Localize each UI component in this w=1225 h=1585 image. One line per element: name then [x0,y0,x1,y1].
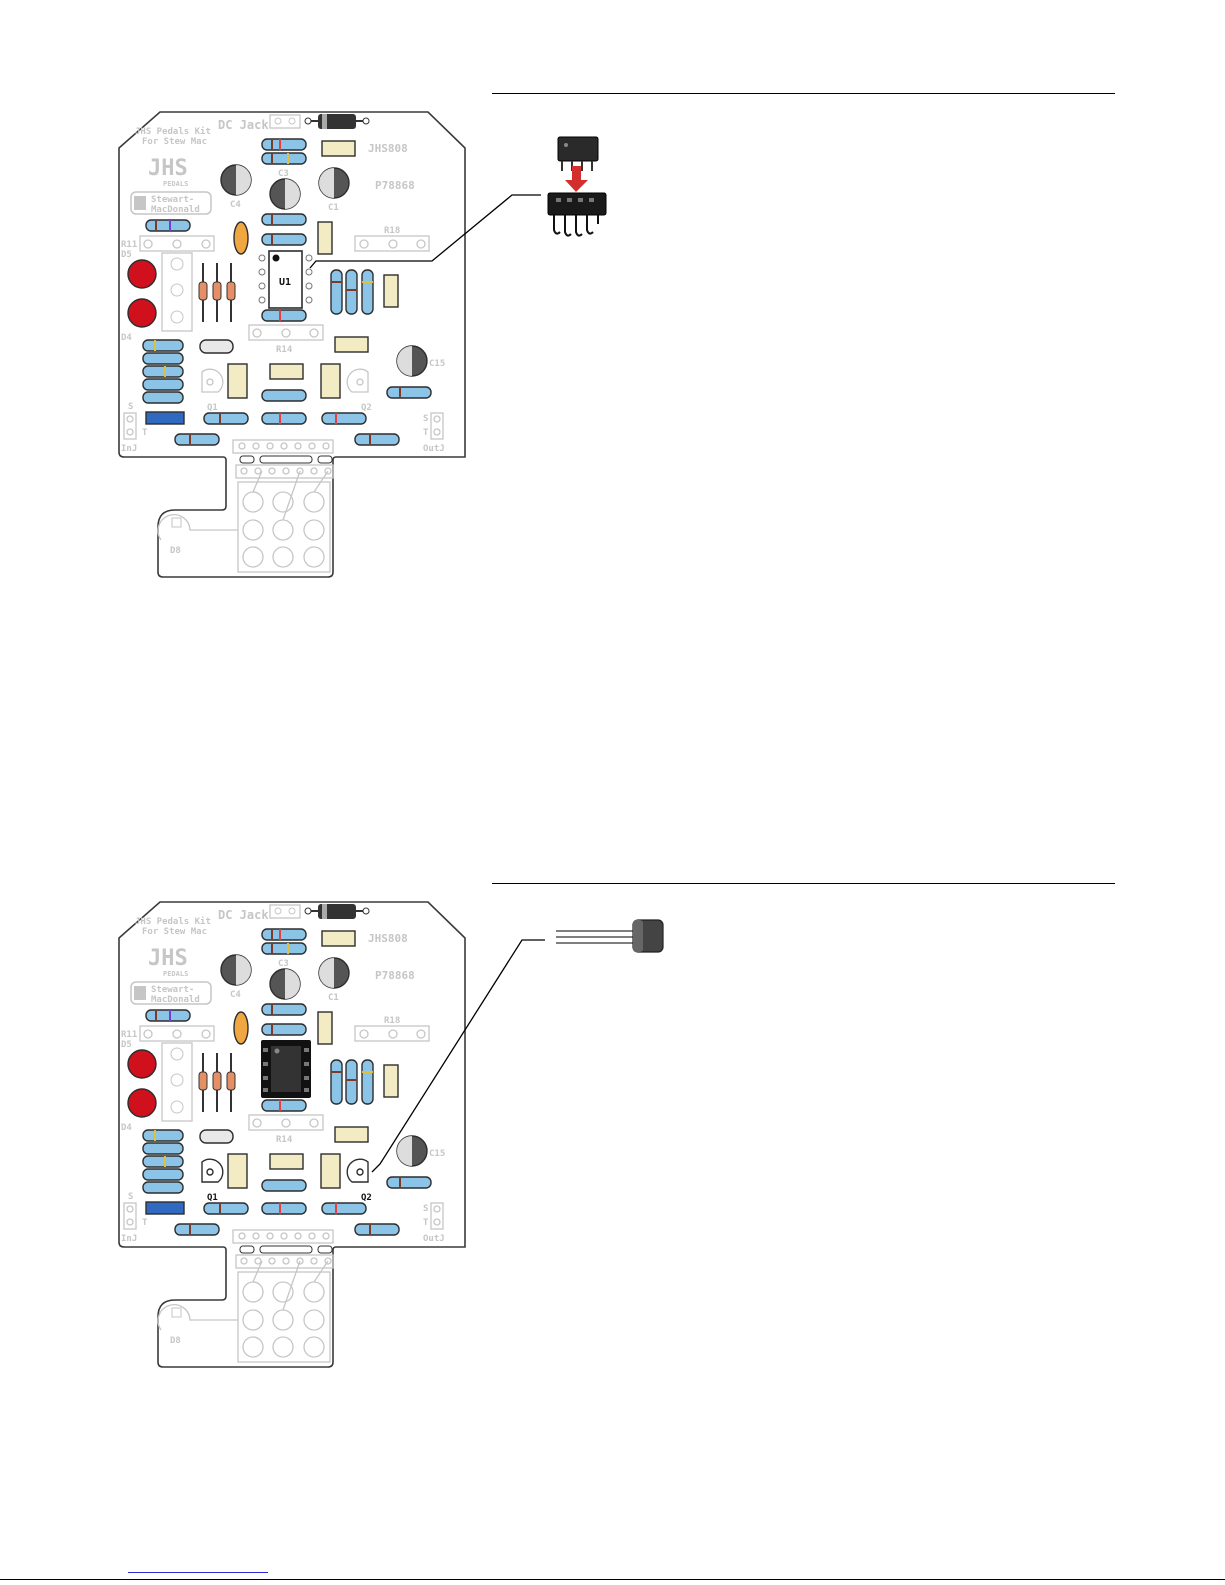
label-s-out: S [423,1204,428,1214]
label-d4: D4 [121,1123,132,1133]
step-2-transistors: DC Jack JHS Pedals Kit For Stew Mac JHS … [0,790,1225,1350]
label-c4: C4 [230,990,241,1000]
dc-jack-label: DC Jack [218,908,269,922]
label-r18: R18 [384,226,400,236]
label-t-out: T [423,1218,429,1228]
brand-line-2: For Stew Mac [142,927,207,937]
ceramic-grey [200,340,233,353]
led-d5 [128,260,156,288]
label-d8: D8 [170,546,181,556]
label-d4: D4 [121,333,132,343]
label-s-out: S [423,414,428,424]
label-out-jack: OutJ [423,444,445,454]
pcb-board: DC Jack JHS Pedals Kit For Stew Mac JHS … [119,112,465,577]
code-label: P78868 [375,969,415,982]
label-q2: Q2 [361,403,372,413]
label-r14: R14 [276,345,293,355]
footer-link-underline[interactable] [128,1572,268,1573]
led-d4 [128,299,156,327]
sponsor-flag-icon [134,986,146,1000]
label-r11: R11 [121,1030,137,1040]
label-t-in: T [142,1218,148,1228]
model-label: JHS808 [368,932,408,945]
ceramic-grey [200,1130,233,1143]
step-1-u1-socket: DC Jack JHS Pedals Kit For Stew Mac JHS … [0,0,1225,560]
logo-pedals: PEDALS [163,180,188,188]
sponsor-line-2: MacDonald [151,995,200,1005]
label-c1: C1 [328,203,339,213]
sponsor-flag-icon [134,196,146,210]
label-c3: C3 [278,169,289,179]
transistor-icon [556,920,663,952]
label-s-in: S [128,402,133,412]
label-q2: Q2 [361,1193,372,1203]
label-u1: U1 [279,277,291,288]
ceramic-cap [234,222,248,254]
dc-jack-label: DC Jack [218,118,269,132]
brand-line-1: JHS Pedals Kit [135,126,211,137]
logo-jhs: JHS [148,946,188,971]
sponsor-line-1: Stewart- [151,985,194,995]
label-r18: R18 [384,1016,400,1026]
u1-socket-installed [261,1040,311,1098]
label-in-jack: InJ [121,1234,137,1244]
label-c15: C15 [429,1149,445,1159]
label-r14: R14 [276,1135,293,1145]
label-r11: R11 [121,240,137,250]
model-label: JHS808 [368,142,408,155]
label-q1: Q1 [207,403,218,413]
led-d4 [128,1089,156,1117]
step-1-diagram: DC Jack JHS Pedals Kit For Stew Mac JHS … [0,0,1225,600]
label-d8: D8 [170,1336,181,1346]
brand-line-2: For Stew Mac [142,137,207,147]
ic-socket-icon [548,137,606,236]
label-d5: D5 [121,1040,132,1050]
footer-rule [0,1579,1225,1580]
sponsor-line-2: MacDonald [151,205,200,215]
brand-line-1: JHS Pedals Kit [135,916,211,927]
label-t-out: T [423,428,429,438]
ceramic-cap [234,1012,248,1044]
label-c3: C3 [278,959,289,969]
trimmer [146,412,184,424]
led-d5 [128,1050,156,1078]
trimmer [146,1202,184,1214]
label-out-jack: OutJ [423,1234,445,1244]
label-c1: C1 [328,993,339,1003]
logo-jhs: JHS [148,156,188,181]
code-label: P78868 [375,179,415,192]
logo-pedals: PEDALS [163,970,188,978]
label-in-jack: InJ [121,444,137,454]
label-q1: Q1 [207,1193,218,1203]
sponsor-line-1: Stewart- [151,195,194,205]
pcb-board: DC Jack JHS Pedals Kit For Stew Mac JHS … [119,902,465,1367]
label-d5: D5 [121,250,132,260]
label-t-in: T [142,428,148,438]
label-c4: C4 [230,200,241,210]
step-2-diagram: DC Jack JHS Pedals Kit For Stew Mac JHS … [0,790,1225,1390]
label-c15: C15 [429,359,445,369]
label-s-in: S [128,1192,133,1202]
